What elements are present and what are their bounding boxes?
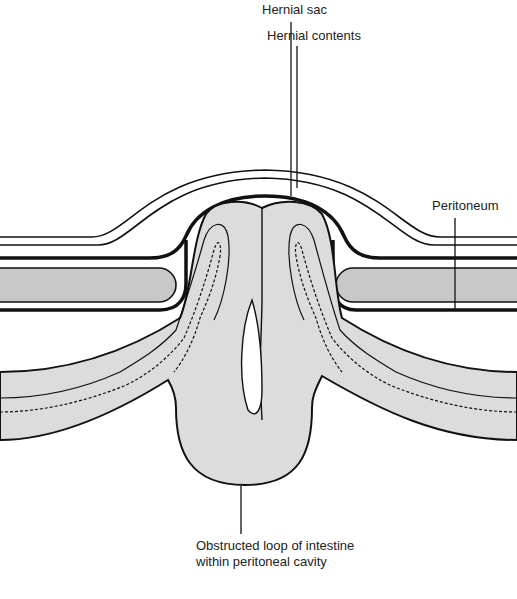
leader-line [454,218,455,310]
leader-line [296,46,297,188]
leader-line [240,486,241,534]
part-label: Hernial sac [262,2,382,18]
intestine [0,202,517,485]
lumen-line [289,224,517,398]
part-label: Peritoneum [432,198,517,214]
lumen-line [0,243,221,412]
peritoneum-line [333,240,517,310]
abdominal-wall [336,268,517,302]
lumen-line [0,224,229,398]
peritoneum-line [0,240,186,310]
lumen-line [295,243,517,412]
part-label: Obstructed loop of intestine within peri… [196,538,376,570]
abdominal-wall [0,268,176,302]
leader-line [290,22,291,196]
inner-loop [242,300,262,414]
part-label: Hernial contents [267,28,407,44]
